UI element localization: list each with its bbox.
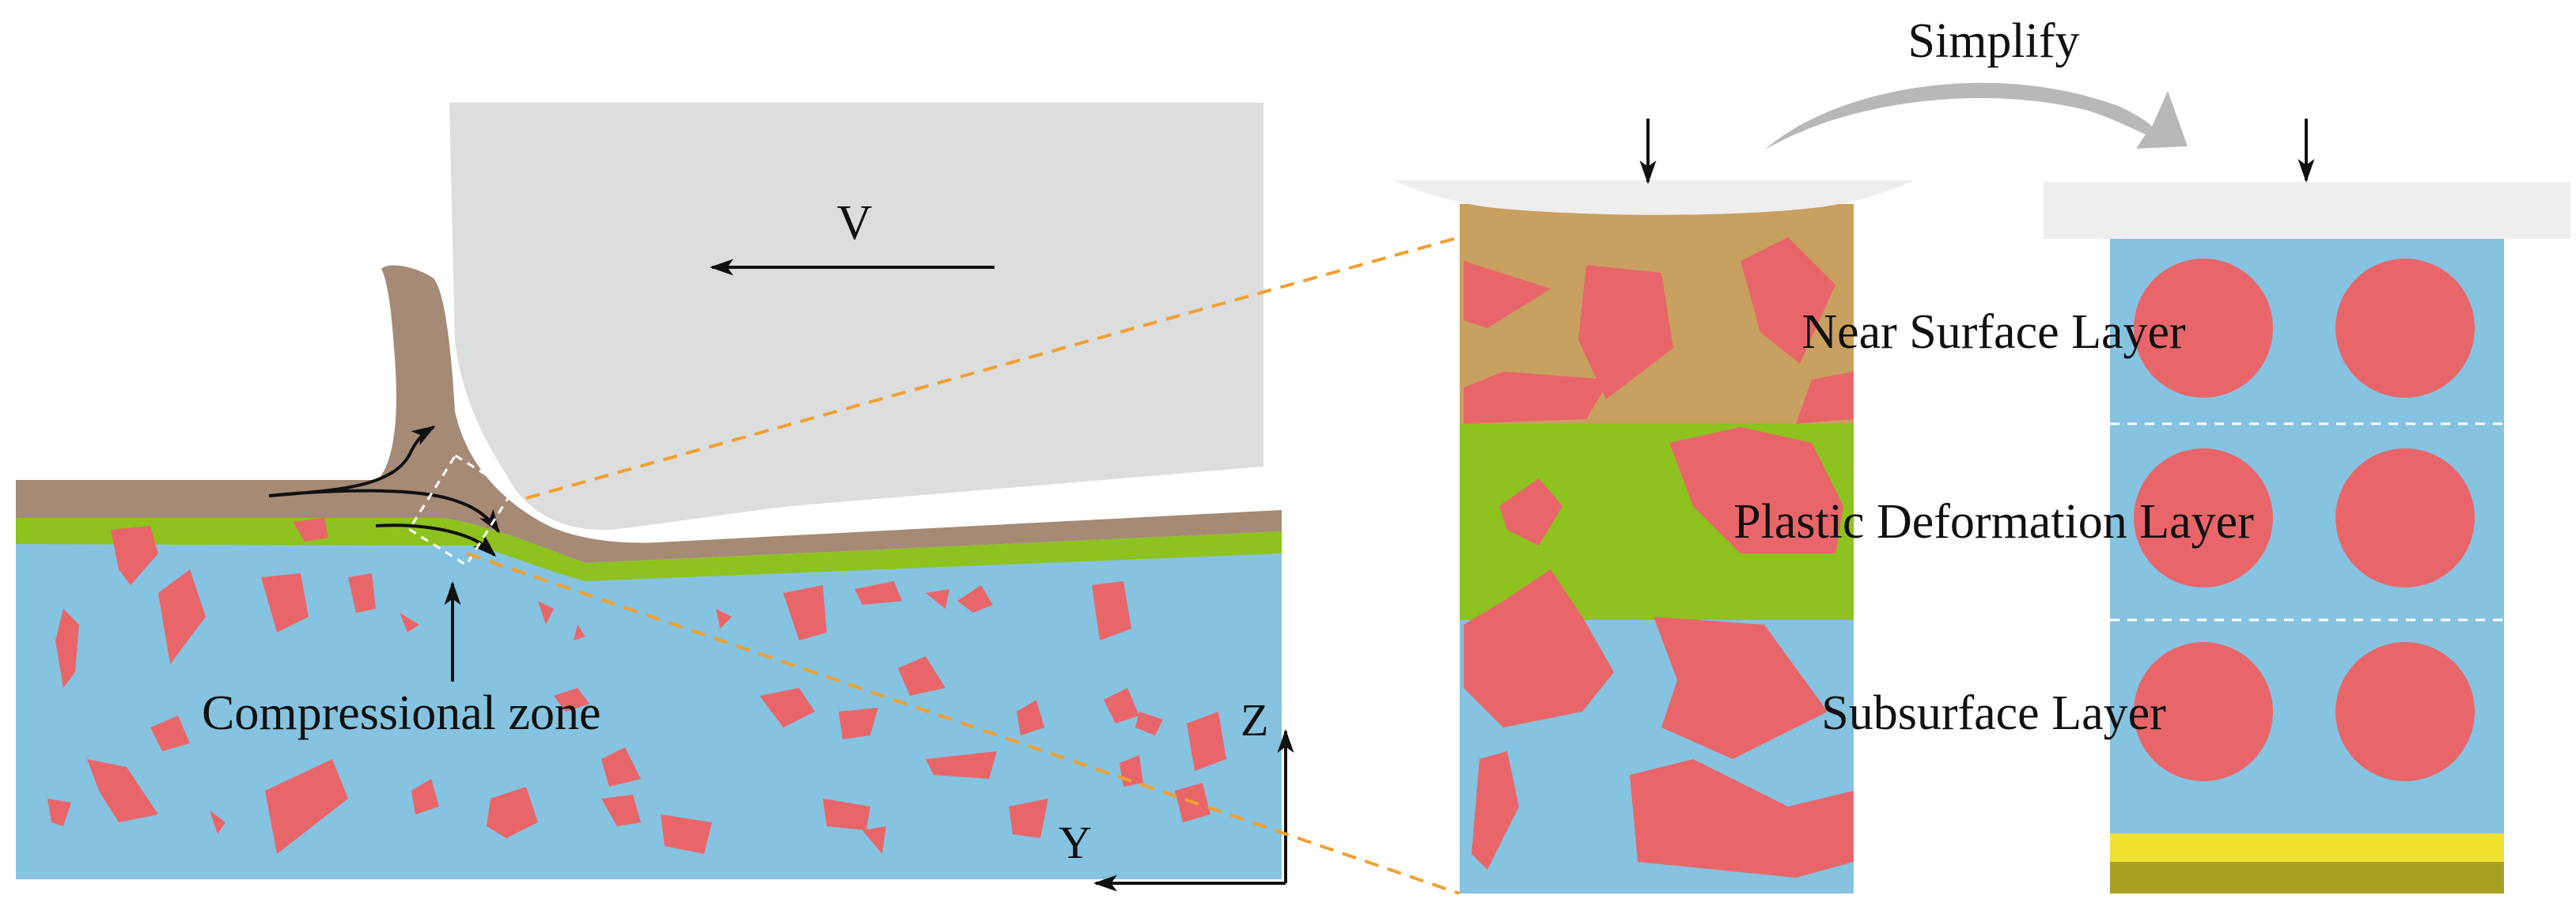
deformed-layer — [16, 518, 1282, 581]
axis-y-label: Y — [1059, 817, 1092, 868]
simplified-particles — [2134, 259, 2475, 781]
axis-z-label: Z — [1241, 694, 1268, 746]
olive-band — [2110, 862, 2504, 894]
layer-particles — [1464, 237, 1854, 878]
simplify-label: Simplify — [1907, 14, 2079, 68]
cutting-scene: V Compressional zone Z Y — [16, 103, 1294, 892]
subsurface-label: Subsurface Layer — [1821, 686, 2166, 740]
compressional-zone-label: Compressional zone — [202, 686, 601, 740]
simplify-arrow: Simplify — [1764, 14, 2188, 150]
flat-indenter — [2044, 182, 2570, 239]
detailed-layer-column — [1392, 119, 1915, 894]
cutting-tool — [449, 103, 1263, 531]
compressional-zone-box — [407, 454, 514, 567]
flow-arrow-icon — [268, 489, 500, 534]
velocity-label: V — [837, 196, 873, 250]
curved-indenter — [1392, 180, 1915, 215]
axis-arrows-icon — [1093, 729, 1294, 892]
yellow-band — [2110, 833, 2504, 862]
near-surface-label: Near Surface Layer — [1801, 305, 2186, 359]
zoom-guide-lines — [466, 236, 1460, 895]
plastic-deformation-label: Plastic Deformation Layer — [1733, 495, 2254, 549]
simplified-model-column — [2044, 119, 2570, 894]
curved-arrow-icon — [1764, 82, 2188, 150]
matrix-particles — [47, 518, 1226, 854]
